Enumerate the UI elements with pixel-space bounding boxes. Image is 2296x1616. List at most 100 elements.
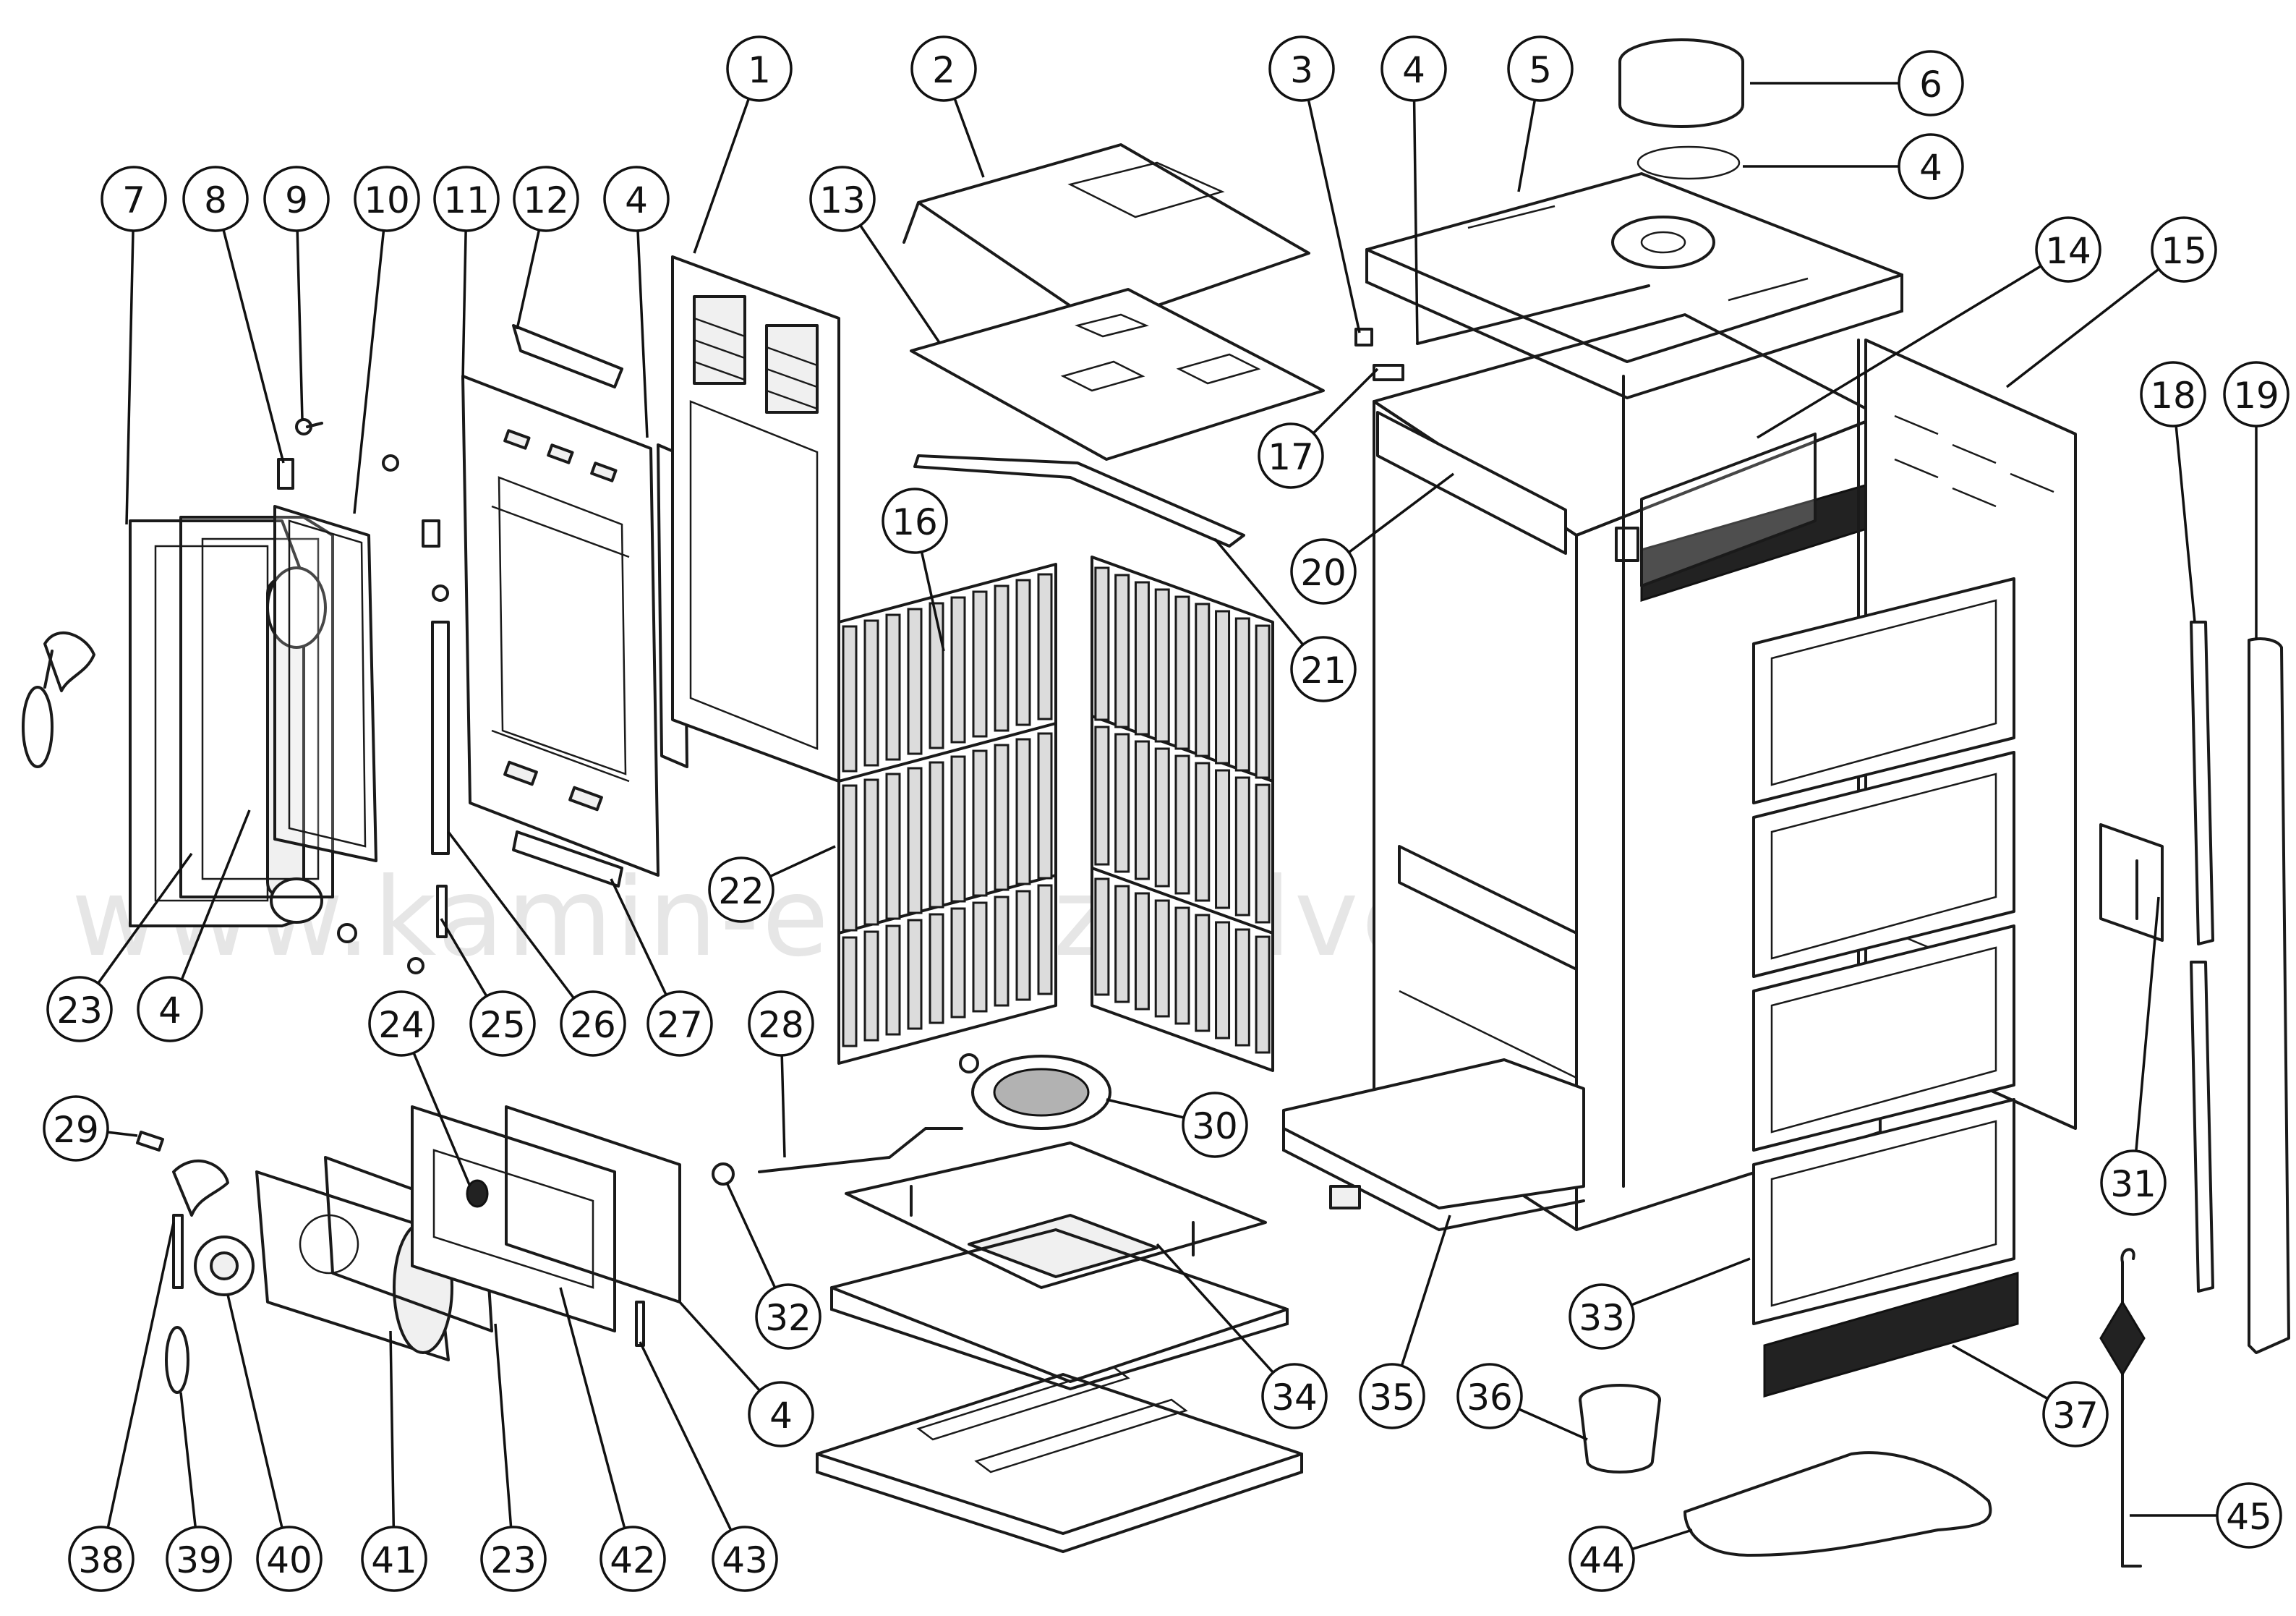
callout-c21: 21 [1213,537,1357,702]
callout-number: 39 [176,1539,222,1581]
callout-leader [636,230,649,438]
callout-number: 19 [2233,375,2279,417]
brick-rib [842,784,858,932]
air-slide [512,324,623,388]
callout-number: 42 [610,1539,656,1581]
callout-circle [2140,361,2206,428]
callout-c38: 38 [68,1222,175,1592]
callout-circle [46,976,113,1042]
brick-rib [1234,928,1250,1047]
clip [1354,328,1373,346]
brick-rib [1015,738,1031,885]
pin [635,1301,645,1347]
callout-c9: 9 [263,166,330,420]
callout-leader [222,229,285,464]
screw [337,923,357,943]
callout-circle [646,990,713,1057]
callout-number: 5 [1529,49,1552,91]
callout-leader [180,809,251,980]
door-glass [273,505,377,862]
callout-number: 14 [2045,230,2091,272]
brick-rib [1255,935,1271,1054]
brick-rib [1114,733,1130,873]
callout-number: 6 [1919,64,1942,106]
callout-c33: 33 [1569,1257,1751,1350]
callout-c6: 6 [1750,50,1964,116]
callout-c25: 25 [440,918,536,1057]
callout-circle [1380,35,1447,102]
callout-c37: 37 [1952,1344,2109,1447]
callout-circle [755,1283,821,1350]
grate [971,1055,1111,1130]
callout-leader [179,1392,197,1528]
callout-c1: 1 [693,35,793,254]
brick-rib [1255,624,1271,779]
callout-c4d: 4 [137,809,251,1042]
callout-number: 12 [523,179,569,221]
brick-rib [929,602,944,749]
brick-rib [863,930,879,1042]
callout-leader [516,229,541,330]
callout-c28: 28 [748,990,814,1158]
brick-rib [1215,610,1231,765]
callout-number: 35 [1369,1377,1415,1419]
callout-circle [469,990,536,1057]
callout-c24: 24 [368,990,471,1187]
screw [295,418,323,435]
brick-rib [1134,740,1150,880]
brick-rib [907,919,923,1030]
callout-number: 22 [718,870,764,912]
callout-circle [2151,216,2217,283]
callout-circle [1456,1363,1523,1429]
callout-number: 30 [1192,1105,1238,1147]
callout-leader [1517,100,1537,192]
callout-leader [780,1055,786,1158]
brick-rib [1094,726,1110,866]
callout-circle [1569,1283,1635,1350]
callout-circle [2035,216,2101,283]
baffle-plate [910,288,1325,461]
flue-gasket [1636,145,1741,180]
callout-circle [603,166,670,232]
brick-rib [1154,899,1170,1018]
brick-rib [1114,574,1130,728]
callout-leader [1348,472,1455,553]
callout-circle [2216,1482,2282,1549]
brick-rib [950,596,966,744]
callout-c34: 34 [1156,1243,1328,1429]
callout-c17: 17 [1258,367,1379,489]
callout-circle [1359,1363,1425,1429]
callout-circle [137,976,203,1042]
callout-number: 37 [2052,1395,2099,1437]
callout-circle [256,1526,323,1592]
ash-door-frame [411,1105,616,1332]
callout-number: 28 [758,1004,804,1046]
callout-c11: 11 [433,166,500,380]
upper-trim [1376,411,1567,555]
callout-number: 4 [158,990,182,1032]
callout-c30: 30 [1106,1092,1248,1158]
foot [1579,1384,1661,1473]
brick-rib [1015,890,1031,1001]
callout-circle [354,166,420,232]
callout-number: 13 [819,179,866,221]
brick-rib [994,584,1010,732]
nut [712,1162,735,1186]
brick-rib [1134,892,1150,1011]
callout-number: 20 [1300,552,1347,594]
callout-number: 45 [2226,1496,2272,1538]
door-handle [22,631,95,768]
door-frame [129,519,327,927]
callout-number: 38 [78,1539,124,1581]
callout-leader [1106,1098,1185,1119]
callout-circle [513,166,579,232]
brick-rib [1134,581,1150,736]
callout-leader [447,830,575,999]
callout-c26: 26 [447,830,626,1057]
callout-number: 15 [2161,230,2207,272]
callout-circle [166,1526,232,1592]
callout-number: 16 [892,501,938,543]
callout-leader [1312,367,1379,435]
